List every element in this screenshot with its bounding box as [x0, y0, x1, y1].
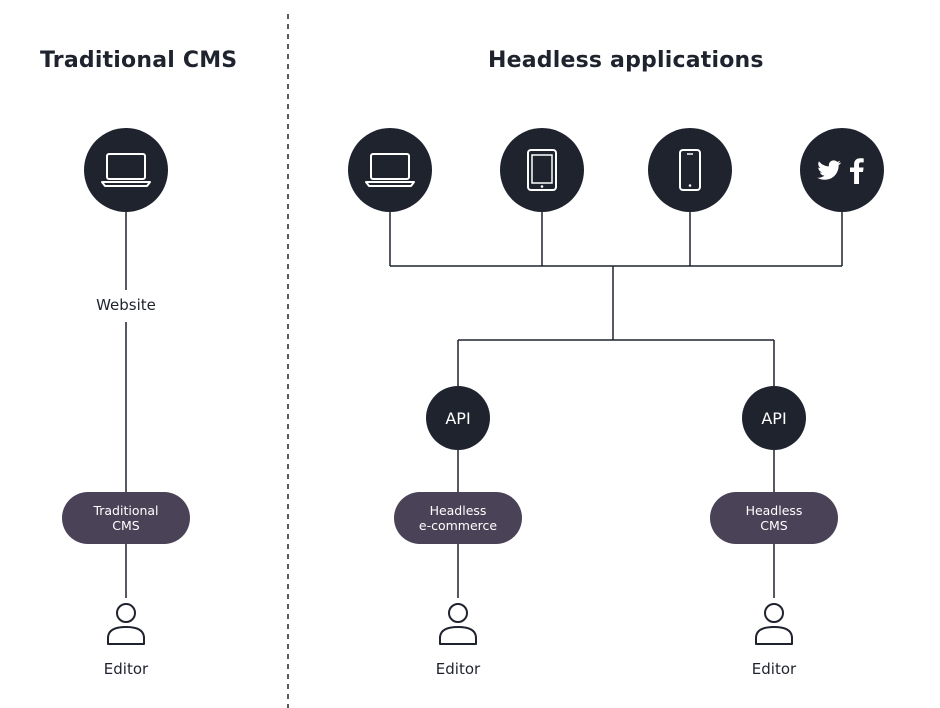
- headless-cms-node: Headless CMS: [710, 492, 838, 544]
- laptop-icon: [365, 153, 415, 187]
- device-node-tablet: [500, 128, 584, 212]
- pill-line-1: Traditional: [93, 503, 159, 518]
- editor-label: Editor: [751, 660, 797, 678]
- device-node-social: [800, 128, 884, 212]
- headless-ecommerce-node: Headless e-commerce: [394, 492, 522, 544]
- user-icon: [755, 603, 793, 645]
- traditional-cms-title: Traditional CMS: [40, 48, 238, 73]
- device-node-smartphone: [648, 128, 732, 212]
- pill-line-2: CMS: [112, 518, 140, 533]
- facebook-icon: [850, 158, 864, 184]
- pill-line-1: Headless: [429, 503, 487, 518]
- editor-label: Editor: [435, 660, 481, 678]
- laptop-icon: [101, 153, 151, 187]
- user-icon: [439, 603, 477, 645]
- twitter-icon: [817, 160, 842, 180]
- device-node-laptop: [348, 128, 432, 212]
- pill-line-2: CMS: [760, 518, 788, 533]
- smartphone-icon: [679, 149, 701, 191]
- left-device-node: [84, 128, 168, 212]
- pill-line-1: Headless: [745, 503, 803, 518]
- traditional-cms-node: Traditional CMS: [62, 492, 190, 544]
- user-icon: [107, 603, 145, 645]
- editor-label: Editor: [103, 660, 149, 678]
- headless-applications-title: Headless applications: [488, 48, 764, 73]
- pill-line-2: e-commerce: [418, 518, 498, 533]
- website-label: Website: [96, 296, 156, 314]
- tablet-icon: [527, 149, 557, 191]
- social-media-icon: [817, 158, 864, 184]
- api-node-1: API: [426, 386, 490, 450]
- api-node-2: API: [742, 386, 806, 450]
